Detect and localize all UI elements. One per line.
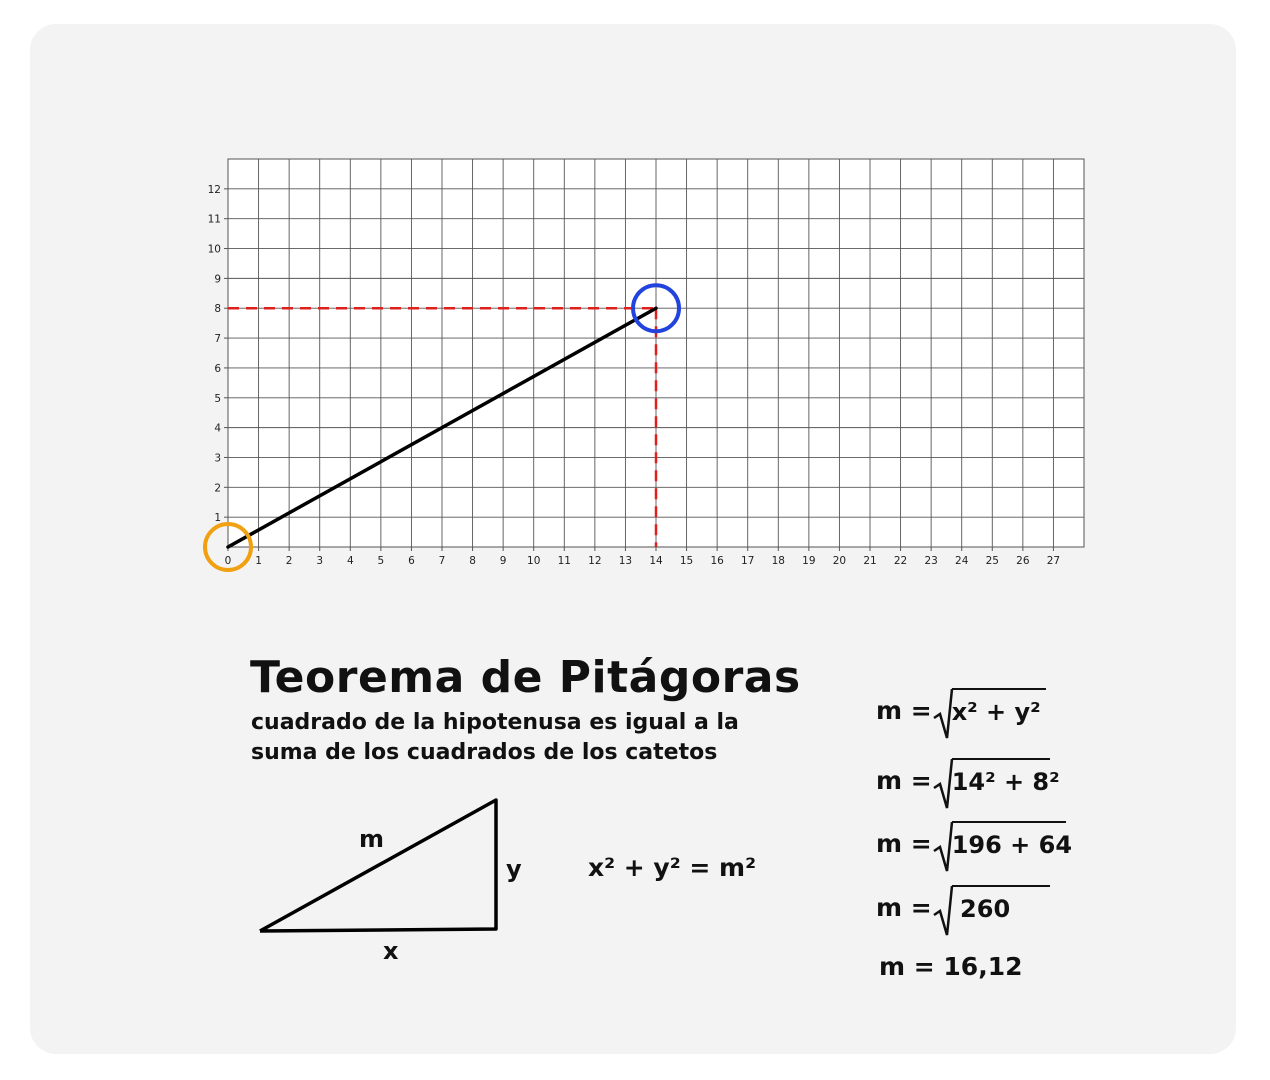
x-tick-label: 15 [680, 555, 693, 567]
sqrt-icon [933, 885, 953, 936]
y-tick-label: 6 [214, 363, 221, 375]
endpoint-marker [631, 283, 681, 334]
x-tick-label: 25 [986, 555, 999, 567]
step-3-prefix: m = [876, 829, 932, 858]
step-1-formula: m = x² + y² [876, 688, 1046, 740]
step-3-radicand: 196 + 64 [951, 821, 1072, 859]
step-4-formula: m = 260 [876, 885, 1050, 937]
y-tick-label: 8 [214, 303, 221, 315]
x-tick-label: 20 [833, 555, 846, 567]
y-tick-label: 4 [214, 423, 221, 435]
x-tick-label: 8 [469, 555, 476, 567]
y-tick-label: 1 [214, 512, 221, 524]
x-tick-label: 2 [286, 555, 293, 567]
step-2-formula: m = 14² + 8² [876, 758, 1060, 810]
x-tick-label: 23 [924, 555, 937, 567]
page-title: Teorema de Pitágoras [250, 652, 801, 703]
x-tick-label: 18 [772, 555, 785, 567]
step-2-prefix: m = [876, 766, 932, 795]
step-4-radicand: 260 [951, 885, 1050, 923]
x-tick-label: 16 [710, 555, 724, 567]
y-tick-label: 3 [214, 452, 221, 464]
x-tick-label: 12 [588, 555, 601, 567]
sqrt-icon [933, 758, 953, 809]
x-tick-label: 3 [316, 555, 323, 567]
pythagorean-equation: x² + y² = m² [588, 853, 757, 882]
x-tick-label: 21 [863, 555, 876, 567]
x-tick-label: 24 [955, 555, 969, 567]
step-4-prefix: m = [876, 893, 932, 922]
x-tick-label: 0 [225, 555, 232, 567]
x-tick-label: 5 [378, 555, 385, 567]
sqrt-icon [933, 688, 953, 739]
y-tick-label: 10 [208, 244, 221, 256]
x-tick-label: 1 [255, 555, 262, 567]
step-2-radicand: 14² + 8² [951, 758, 1060, 796]
final-result: m = 16,12 [879, 952, 1023, 981]
x-tick-label: 13 [619, 555, 632, 567]
x-tick-label: 6 [408, 555, 415, 567]
y-tick-label: 11 [208, 214, 221, 226]
x-tick-label: 4 [347, 555, 354, 567]
sqrt-icon [933, 821, 953, 872]
y-tick-label: 9 [214, 273, 221, 285]
subtitle-line-1: cuadrado de la hipotenusa es igual a la [251, 710, 739, 735]
subtitle-line-2: suma de los cuadrados de los catetos [251, 740, 718, 765]
y-tick-label: 5 [214, 393, 221, 405]
base-side-label: x [383, 937, 399, 965]
vertical-side-label: y [506, 855, 522, 883]
x-tick-label: 11 [558, 555, 571, 567]
x-tick-label: 10 [527, 555, 540, 567]
hypotenuse-label: m [359, 825, 385, 853]
x-tick-label: 22 [894, 555, 907, 567]
step-1-prefix: m = [876, 696, 932, 725]
step-3-formula: m = 196 + 64 [876, 821, 1072, 873]
y-tick-label: 12 [208, 184, 221, 196]
x-tick-label: 26 [1016, 555, 1030, 567]
x-tick-label: 27 [1047, 555, 1060, 567]
y-tick-label: 2 [214, 482, 221, 494]
hypotenuse-segment [226, 306, 658, 549]
x-tick-label: 17 [741, 555, 754, 567]
origin-marker [203, 522, 253, 572]
x-tick-label: 7 [439, 555, 446, 567]
x-tick-label: 19 [802, 555, 815, 567]
y-tick-label: 7 [214, 333, 221, 345]
x-tick-label: 9 [500, 555, 507, 567]
x-tick-label: 14 [649, 555, 663, 567]
step-1-radicand: x² + y² [951, 688, 1046, 726]
